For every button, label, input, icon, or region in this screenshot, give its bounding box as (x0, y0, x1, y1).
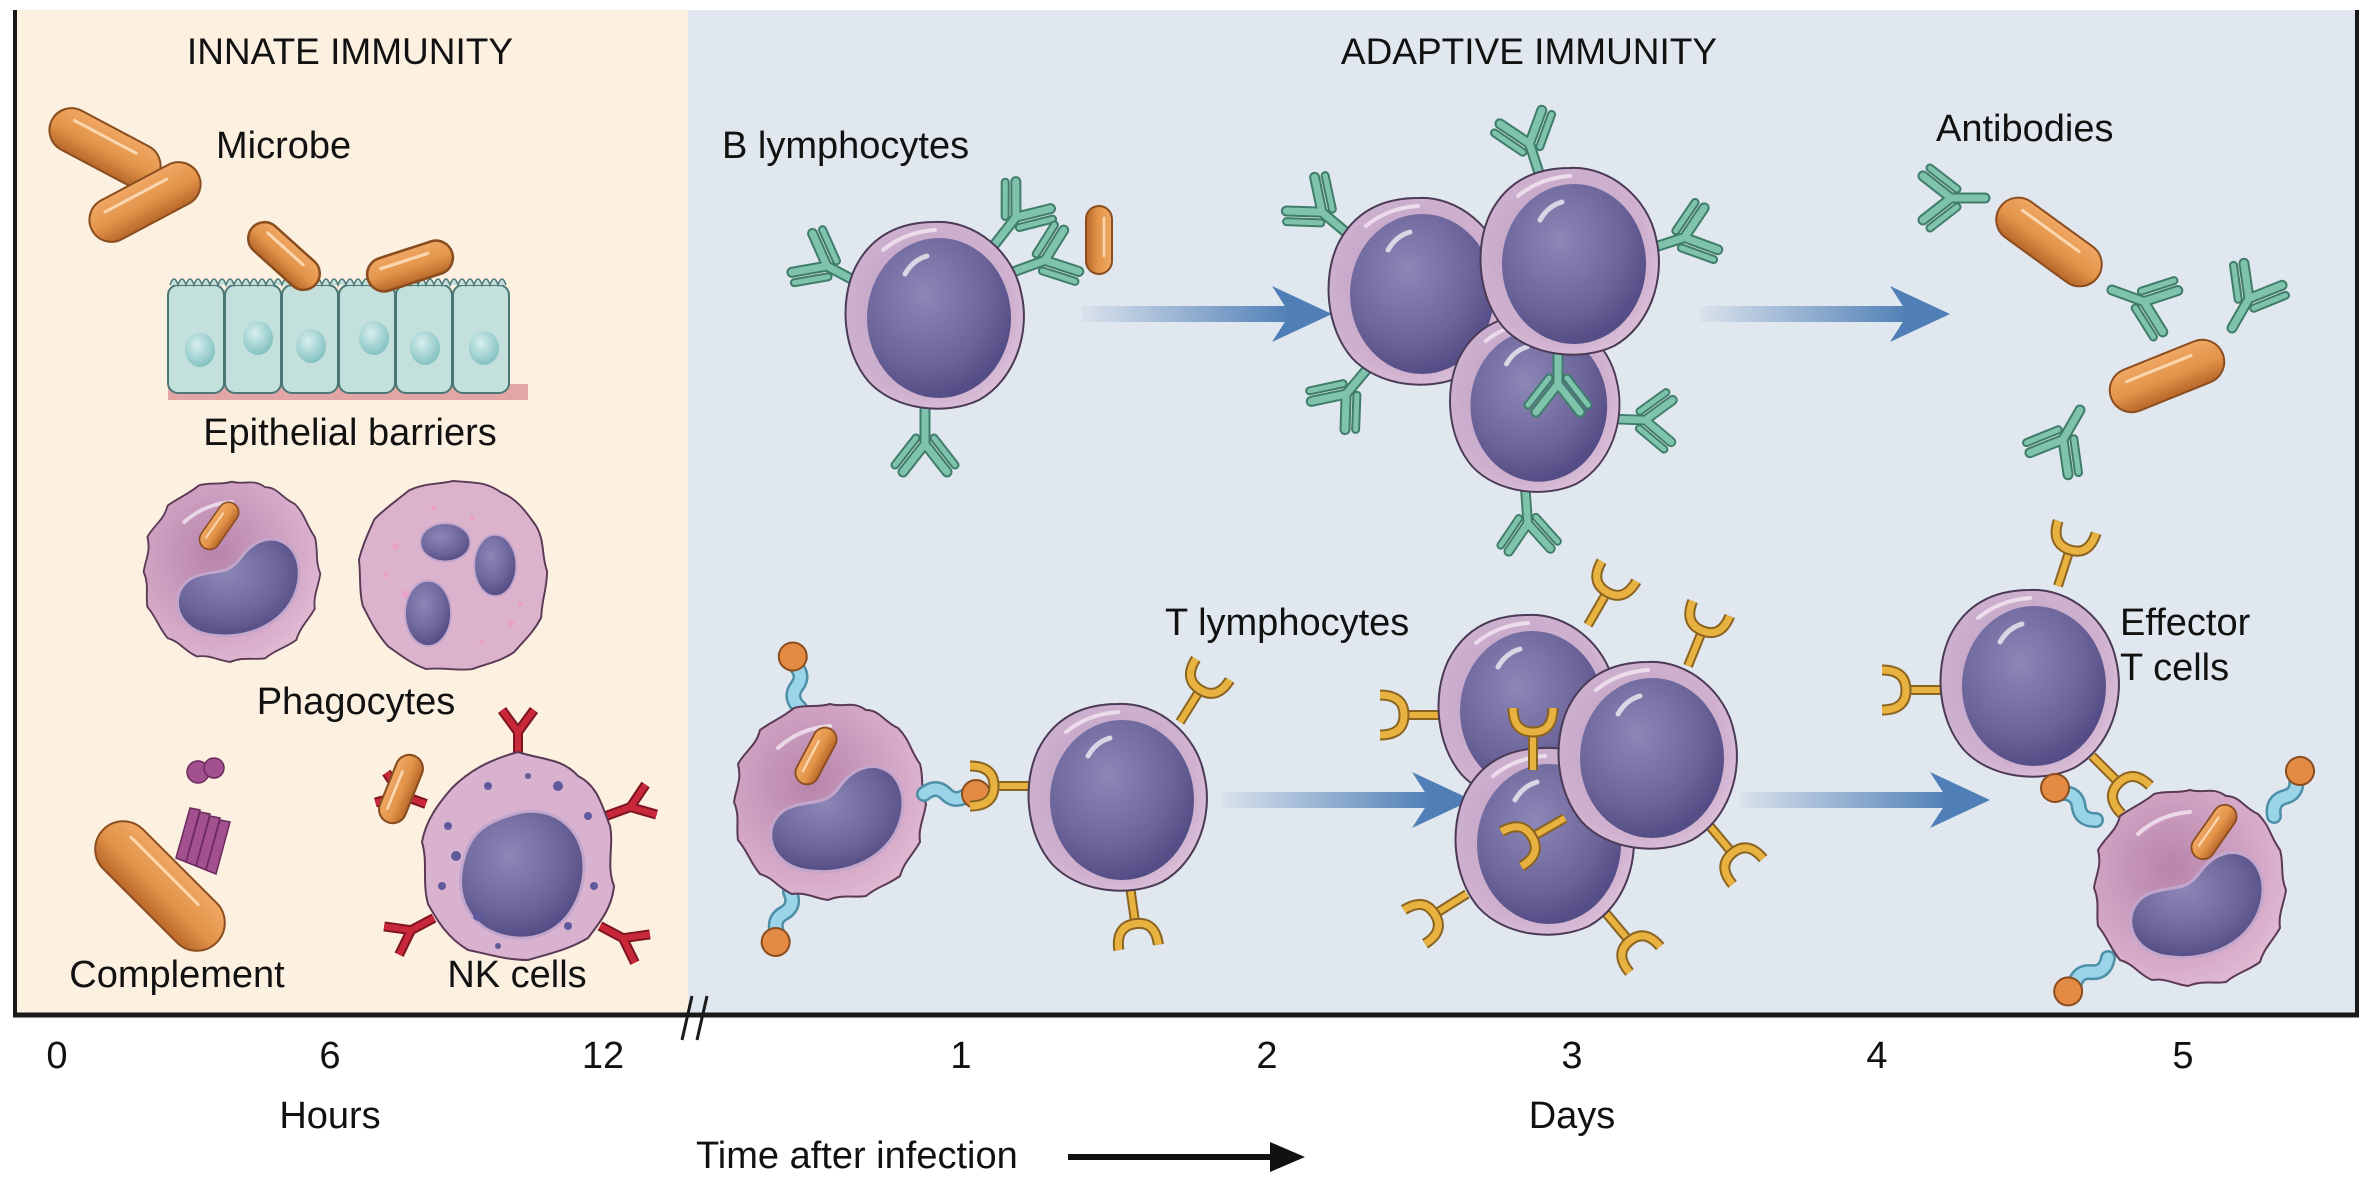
t-lymphocytes-label: T lymphocytes (1165, 602, 1409, 644)
effector-label-line2: T cells (2120, 647, 2229, 689)
tick-label: 0 (46, 1035, 67, 1077)
tick-label: 3 (1561, 1035, 1582, 1077)
tick-label: 1 (950, 1035, 971, 1077)
effector-label-line1: Effector (2120, 602, 2251, 644)
tick-label: 4 (1866, 1035, 1887, 1077)
axis-break-icon (680, 995, 709, 1041)
days-ticks: 1 2 3 4 5 (950, 1035, 2193, 1077)
complement-label: Complement (69, 954, 285, 996)
arrow-icon (1082, 286, 1332, 342)
innate-title: INNATE IMMUNITY (187, 31, 513, 72)
neutrophil-icon (357, 479, 549, 671)
adaptive-title: ADAPTIVE IMMUNITY (1341, 31, 1717, 72)
epithelial-barrier-icon (167, 278, 528, 400)
epithelial-label: Epithelial barriers (203, 412, 497, 454)
tick-label: 12 (582, 1035, 624, 1077)
phagocytes-label: Phagocytes (257, 681, 456, 723)
tick-label: 6 (319, 1035, 340, 1077)
arrow-icon (1740, 772, 1990, 828)
complement-icon (94, 757, 231, 952)
microbe-icon (1084, 204, 1114, 276)
nk-cells-label: NK cells (447, 954, 586, 996)
microbe-label: Microbe (216, 125, 351, 167)
arrow-icon (1700, 286, 1950, 342)
b-lymphocytes-label: B lymphocytes (722, 125, 969, 167)
hours-ticks: 0 6 12 (46, 1035, 624, 1077)
arrow-icon (1222, 772, 1472, 828)
macrophage-icon (141, 479, 323, 664)
hours-axis-label: Hours (279, 1095, 380, 1137)
nk-cell-icon (375, 710, 656, 963)
days-axis-label: Days (1529, 1095, 1616, 1137)
antibodies-label: Antibodies (1936, 108, 2113, 150)
tick-label: 5 (2172, 1035, 2193, 1077)
tick-label: 2 (1256, 1035, 1277, 1077)
time-arrow-icon (1068, 1142, 1305, 1172)
time-after-infection-label: Time after infection (696, 1135, 1018, 1177)
